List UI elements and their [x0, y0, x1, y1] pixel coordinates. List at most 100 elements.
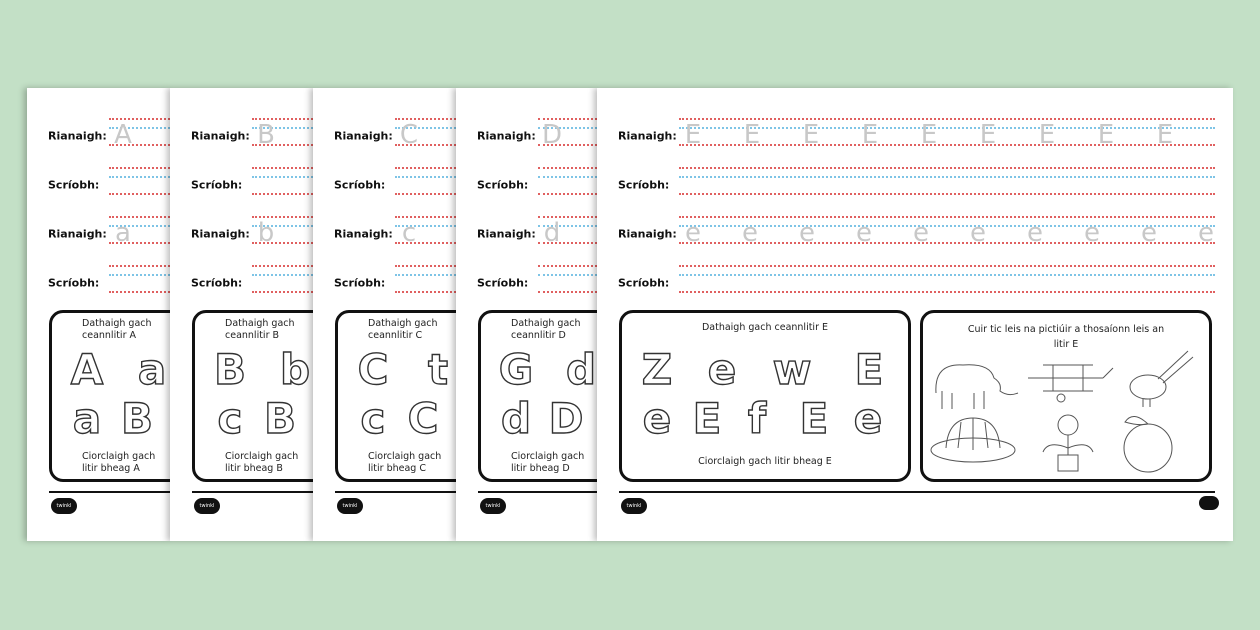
trace-letter: e — [1027, 217, 1043, 248]
outline-letter[interactable]: B — [120, 394, 154, 443]
outline-letter[interactable]: G — [498, 345, 534, 394]
guide-line — [395, 291, 456, 293]
outline-letter[interactable]: a — [137, 345, 167, 394]
footer-divider — [478, 491, 597, 493]
guide-line — [538, 291, 597, 293]
guide-line — [538, 176, 597, 178]
guide-line — [538, 265, 597, 267]
bird-icon[interactable] — [1118, 349, 1210, 413]
outline-letter[interactable]: E — [854, 345, 884, 394]
guide-line — [252, 291, 313, 293]
jelly-icon[interactable] — [928, 410, 1020, 474]
trace-letter: e — [799, 217, 815, 248]
trace-letter: E — [1156, 119, 1174, 150]
box-instruction: Ciorclaigh gach litir bheag E — [698, 456, 832, 467]
footer-divider — [49, 491, 170, 493]
trace-letter: e — [913, 217, 929, 248]
guide-line — [252, 265, 313, 267]
guide-line — [252, 144, 313, 146]
box-title: Dathaigh gach ceannlitir E — [701, 322, 829, 333]
write-label: Scríobh: — [618, 178, 670, 192]
write-label: Scríobh: — [477, 276, 529, 290]
trace-letter: E — [1038, 119, 1056, 150]
guide-line — [252, 274, 313, 276]
trace-label: Rianaigh: — [334, 129, 393, 143]
write-label: Scríobh: — [191, 276, 243, 290]
guide-line — [538, 216, 597, 218]
outline-letter[interactable]: C — [357, 345, 389, 394]
colour-letters-box: Dathaigh gach ceannlitir D Ciorclaigh gac… — [478, 310, 597, 482]
trace-letter: D — [541, 119, 563, 150]
twinkl-logo: twinkl — [337, 498, 363, 514]
elephant-icon[interactable] — [928, 353, 1020, 417]
orange-icon[interactable] — [1103, 410, 1195, 474]
outline-letter[interactable]: f — [747, 394, 767, 443]
picture-box-title: Cuir tic leis na pictiúir a thosaíonn le… — [967, 324, 1165, 350]
outline-letter[interactable]: Z — [641, 345, 673, 394]
guide-line — [395, 176, 456, 178]
box-instruction: Ciorclaigh gach litir bheag D — [511, 451, 585, 474]
trace-letter: e — [1198, 217, 1214, 248]
guide-line — [252, 242, 313, 244]
box-title: Dathaigh gach ceannlitir C — [368, 318, 438, 341]
outline-letter[interactable]: A — [70, 345, 104, 394]
box-title: Dathaigh gach ceannlitir A — [82, 318, 152, 341]
outline-letter[interactable]: e — [853, 394, 883, 443]
airplane-icon[interactable] — [1023, 353, 1115, 417]
outline-letter[interactable]: a — [72, 394, 102, 443]
guide-line — [109, 291, 170, 293]
guide-line — [109, 242, 170, 244]
outline-letter[interactable]: e — [707, 345, 737, 394]
guide-line — [538, 193, 597, 195]
guide-line — [679, 242, 1215, 244]
outline-letter[interactable]: c — [360, 394, 386, 443]
colour-letters-box: Dathaigh gach ceannlitir A Ciorclaigh gac… — [49, 310, 170, 482]
guide-line — [679, 127, 1215, 129]
trace-label: Rianaigh: — [618, 227, 677, 241]
guide-line — [538, 242, 597, 244]
outline-letter[interactable]: E — [799, 394, 829, 443]
outline-letter[interactable]: e — [642, 394, 672, 443]
guide-line — [679, 216, 1215, 218]
outline-letter[interactable]: b — [279, 345, 311, 394]
flower-icon[interactable] — [1023, 410, 1115, 474]
outline-letter[interactable]: d — [565, 345, 597, 394]
guide-line — [395, 274, 456, 276]
outline-letter[interactable]: B — [213, 345, 247, 394]
guide-line — [679, 265, 1215, 267]
guide-line — [109, 167, 170, 169]
trace-letter: E — [1097, 119, 1115, 150]
trace-letter: e — [685, 217, 701, 248]
trace-label: Rianaigh: — [48, 129, 107, 143]
outline-letter[interactable]: d — [500, 394, 532, 443]
outline-letter[interactable]: D — [548, 394, 584, 443]
outline-letter[interactable]: C — [407, 394, 439, 443]
guide-line — [538, 274, 597, 276]
trace-letter: E — [979, 119, 997, 150]
footer-divider — [192, 491, 313, 493]
outline-letter[interactable]: t — [427, 345, 449, 394]
trace-letter: E — [802, 119, 820, 150]
picture-box: Cuir tic leis na pictiúir a thosaíonn le… — [920, 310, 1212, 482]
guide-line — [252, 193, 313, 195]
box-instruction: Ciorclaigh gach litir bheag A — [82, 451, 156, 474]
outline-letter[interactable]: w — [772, 345, 812, 394]
outline-letter[interactable]: B — [263, 394, 297, 443]
write-label: Scríobh: — [334, 276, 386, 290]
write-label: Scríobh: — [618, 276, 670, 290]
guide-line — [252, 225, 313, 227]
outline-letter[interactable]: E — [692, 394, 722, 443]
write-label: Scríobh: — [48, 276, 100, 290]
guide-line — [109, 225, 170, 227]
outline-letter[interactable]: c — [217, 394, 243, 443]
trace-letter: A — [114, 119, 132, 150]
trace-letter: E — [743, 119, 761, 150]
trace-letter: E — [684, 119, 702, 150]
box-title: Dathaigh gach ceannlitir D — [511, 318, 581, 341]
guide-line — [252, 167, 313, 169]
guide-line — [679, 176, 1215, 178]
twinkl-logo: twinkl — [194, 498, 220, 514]
guide-line — [538, 167, 597, 169]
